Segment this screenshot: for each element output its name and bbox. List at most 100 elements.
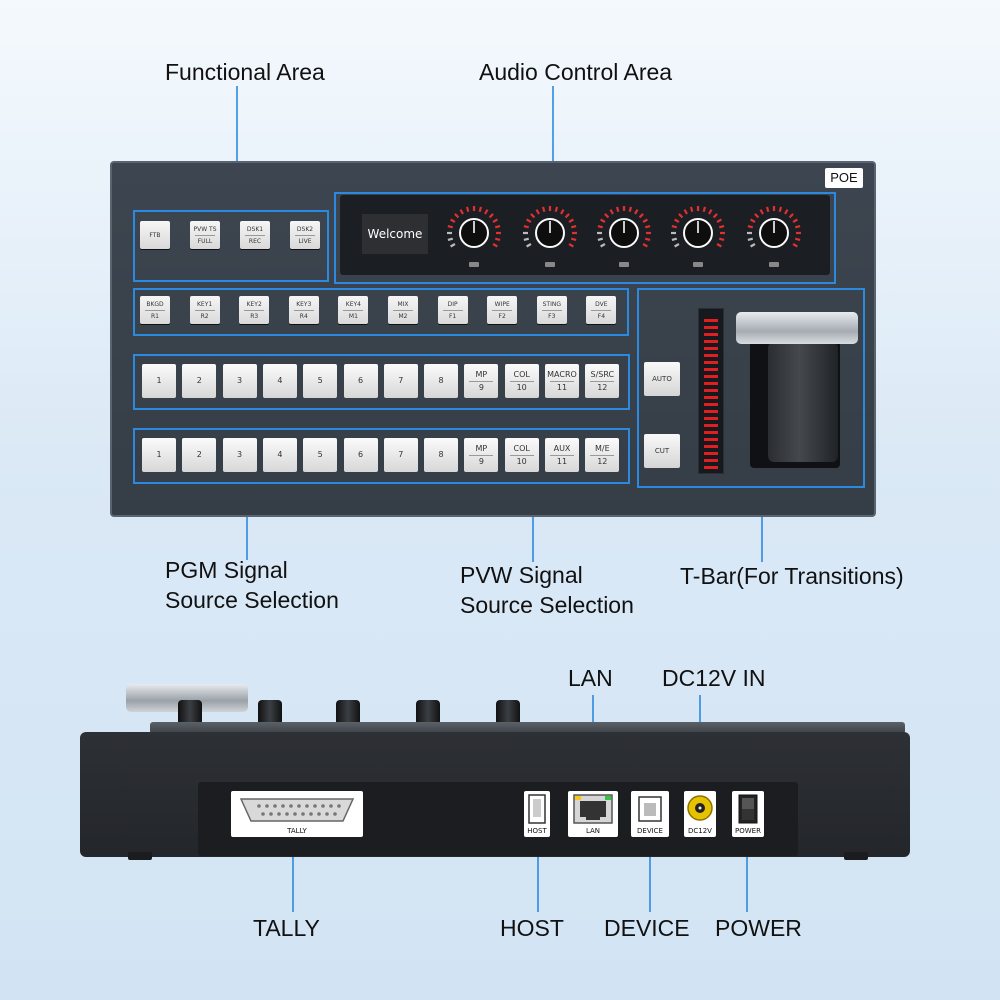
led-segment: [704, 368, 718, 371]
tbar-lever[interactable]: [768, 342, 838, 462]
led-segment: [704, 424, 718, 427]
function-key-2-label: PVW TS: [193, 225, 217, 233]
label-lan: LAN: [568, 665, 613, 691]
rear-top-keys: [150, 722, 905, 734]
audio-knob-led-3: [619, 262, 629, 267]
pvw-source-1[interactable]: 1: [142, 438, 176, 472]
audio-knob-1[interactable]: [445, 204, 503, 262]
pgm-source-11-label: MACRO: [547, 369, 577, 379]
function-key-row2-8[interactable]: WIPE F2: [487, 296, 518, 324]
function-key-row2-10-divider: [591, 309, 612, 311]
tbar-handle[interactable]: [736, 312, 858, 344]
led-segment: [704, 347, 718, 350]
function-key-row2-10-label: DVE: [595, 300, 608, 308]
auto-button[interactable]: AUTO: [644, 362, 680, 396]
label-device: DEVICE: [604, 915, 690, 941]
pgm-source-8[interactable]: 8: [424, 364, 459, 398]
pgm-source-10-sublabel: 10: [516, 382, 527, 392]
function-key-row2-8-divider: [492, 309, 513, 311]
pgm-source-9-label: MP: [475, 369, 488, 379]
function-key-4-label: DSK2: [296, 225, 314, 233]
pgm-source-3[interactable]: 3: [222, 364, 257, 398]
pgm-source-7-label: 7: [398, 376, 404, 385]
pgm-source-6-label: 6: [357, 376, 364, 385]
pgm-source-2[interactable]: 2: [182, 364, 217, 398]
label-pgm: PGM Signal Source Selection: [165, 555, 339, 615]
pgm-source-1[interactable]: 1: [142, 364, 176, 398]
function-key-1[interactable]: FTB: [140, 221, 170, 249]
function-key-row2-9-sublabel: F3: [548, 312, 556, 320]
pgm-source-12-divider: [590, 380, 615, 382]
led-segment: [704, 354, 718, 357]
led-segment: [704, 452, 718, 455]
pvw-source-4[interactable]: 4: [262, 438, 297, 472]
pgm-source-4[interactable]: 4: [262, 364, 297, 398]
pgm-source-11-divider: [550, 380, 574, 382]
audio-knob-led-4: [693, 262, 703, 267]
pgm-source-10-label: COL: [513, 369, 530, 379]
pvw-source-8[interactable]: 8: [424, 438, 459, 472]
dc12v-port-label: DC12V: [688, 827, 712, 835]
tally-port[interactable]: TALLY: [231, 791, 363, 837]
audio-knob-4[interactable]: [669, 204, 727, 262]
pgm-source-9-sublabel: 9: [478, 382, 484, 392]
function-key-row2-3-sublabel: R3: [250, 312, 259, 320]
pvw-source-3[interactable]: 3: [222, 438, 257, 472]
label-audio-control-area: Audio Control Area: [479, 59, 673, 85]
function-key-row2-6-label: MIX: [397, 300, 409, 308]
pvw-source-7[interactable]: 7: [383, 438, 418, 472]
pgm-source-12-sublabel: 12: [597, 382, 608, 392]
function-key-row2-8-label: WIPE: [494, 300, 510, 308]
led-segment: [704, 396, 718, 399]
foot-left: [128, 852, 152, 860]
audio-knob-2[interactable]: [521, 204, 579, 262]
usb-b-icon: [638, 796, 662, 822]
pvw-source-5[interactable]: 5: [303, 438, 338, 472]
function-key-row2-1-sublabel: R1: [151, 312, 159, 320]
pvw-source-2[interactable]: 2: [182, 438, 217, 472]
led-segment: [704, 319, 718, 322]
pgm-source-7[interactable]: 7: [383, 364, 418, 398]
function-key-row2-1[interactable]: BKGD R1: [140, 296, 170, 324]
pgm-source-6[interactable]: 6: [343, 364, 378, 398]
pgm-source-9[interactable]: MP 9: [464, 364, 499, 398]
pgm-source-5[interactable]: 5: [303, 364, 338, 398]
function-key-row2-4-label: KEY3: [296, 300, 312, 308]
function-key-row2-1-label: BKGD: [146, 300, 164, 308]
pgm-source-10[interactable]: COL 10: [504, 364, 539, 398]
cut-button[interactable]: CUT: [644, 434, 680, 468]
audio-knob-3[interactable]: [595, 204, 653, 262]
function-key-row2-8-sublabel: F2: [498, 312, 506, 320]
dc-jack-icon: [687, 795, 713, 821]
host-port[interactable]: HOST: [524, 791, 550, 837]
pvw-source-6[interactable]: 6: [343, 438, 378, 472]
dc12v-port[interactable]: DC12V: [684, 791, 716, 837]
pvw-source-11-sublabel: 11: [556, 456, 568, 466]
power-switch[interactable]: POWER: [732, 791, 764, 837]
pvw-area-frame: [133, 428, 630, 484]
lan-port[interactable]: LAN: [568, 791, 618, 837]
audio-knob-5[interactable]: [745, 204, 803, 262]
audio-knob-led-5: [769, 262, 779, 267]
function-key-row2-4-sublabel: R4: [299, 312, 308, 320]
device-port[interactable]: DEVICE: [631, 791, 669, 837]
pvw-source-9-sublabel: 9: [478, 456, 484, 466]
label-tally: TALLY: [253, 915, 320, 941]
